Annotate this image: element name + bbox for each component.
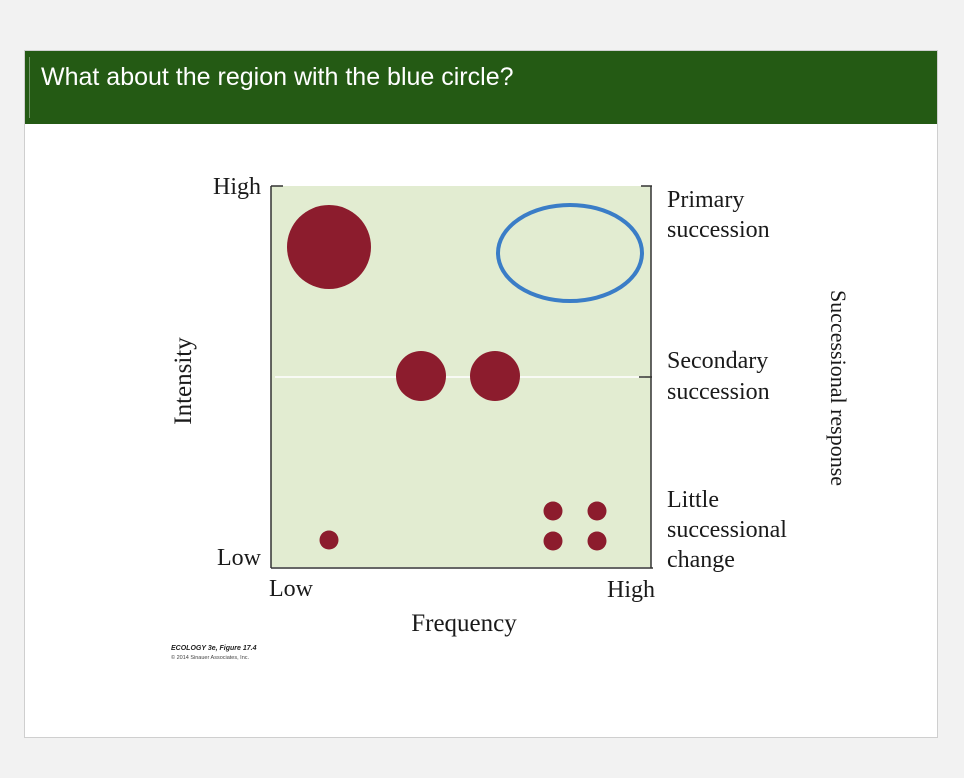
- y-tick-low: Low: [217, 545, 262, 571]
- x-axis-label: Frequency: [411, 610, 517, 637]
- small-disturbance-marker: [587, 531, 607, 551]
- right-axis-label: Successional response: [826, 290, 851, 486]
- succession-diagram: High Low Intensity Low High Frequency Pr…: [170, 174, 851, 637]
- figure-credit-copyright: © 2014 Sinauer Associates, Inc.: [171, 655, 250, 661]
- x-tick-high: High: [607, 577, 655, 603]
- response-secondary-line2: succession: [667, 379, 770, 405]
- y-tick-high: High: [213, 174, 261, 200]
- medium-disturbance-marker: [470, 351, 520, 401]
- slide: What about the region with the blue circ…: [24, 50, 938, 738]
- small-disturbance-marker: [319, 530, 339, 550]
- slide-title: What about the region with the blue circ…: [41, 63, 514, 91]
- small-disturbance-marker: [543, 531, 563, 551]
- x-tick-low: Low: [269, 576, 314, 602]
- response-primary-line2: succession: [667, 217, 770, 243]
- small-disturbance-marker: [543, 501, 563, 521]
- small-disturbance-marker: [587, 501, 607, 521]
- y-axis-label: Intensity: [170, 337, 197, 425]
- response-primary-line1: Primary: [667, 187, 744, 213]
- large-disturbance-marker: [287, 205, 371, 289]
- response-little-line3: change: [667, 547, 735, 573]
- blue-circle-highlight: [496, 203, 644, 303]
- title-bar: What about the region with the blue circ…: [25, 51, 937, 124]
- response-little-line2: successional: [667, 517, 787, 543]
- title-bar-rule: [29, 57, 30, 118]
- medium-disturbance-marker: [396, 351, 446, 401]
- figure-credit-title: ECOLOGY 3e, Figure 17.4: [171, 645, 257, 652]
- response-little-line1: Little: [667, 487, 719, 513]
- response-secondary-line1: Secondary: [667, 348, 768, 374]
